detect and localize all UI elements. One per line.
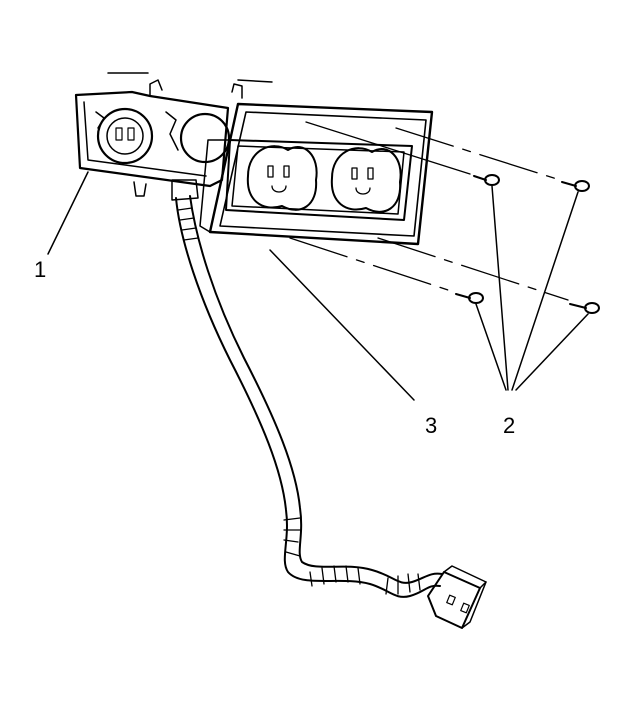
callout-2: 2	[503, 413, 515, 438]
outlet-receptacle-left	[246, 145, 318, 211]
rear-outlet-housing	[74, 72, 273, 197]
wiring-harness	[171, 179, 487, 629]
screw-top-right	[561, 180, 590, 192]
screw-bottom-right	[569, 302, 600, 314]
leader-lines	[47, 171, 589, 401]
alignment-lines	[289, 121, 569, 301]
outlet-receptacle-right	[330, 147, 402, 213]
callout-3: 3	[425, 413, 437, 438]
callout-1: 1	[34, 257, 46, 282]
screw-top-left	[473, 174, 500, 186]
screw-bottom-left	[455, 292, 484, 304]
